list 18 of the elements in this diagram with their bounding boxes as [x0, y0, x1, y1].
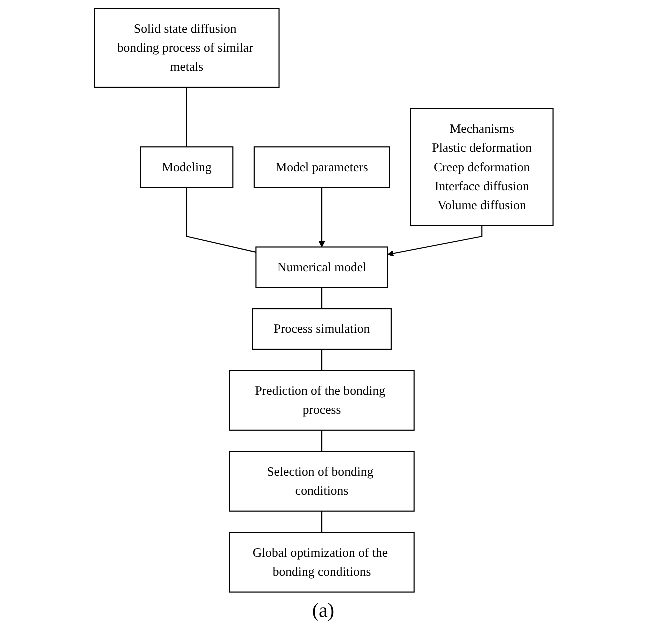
node-box: Modeling: [140, 146, 234, 188]
node-box: Mechanisms Plastic deformation Creep deformation Interface diffusion Volume diffusion: [410, 108, 554, 226]
arrow: [318, 187, 325, 248]
node-box: Process simulation: [252, 308, 392, 350]
node-box: Selection of bonding conditions: [228, 450, 414, 512]
caption: (a): [312, 600, 335, 623]
connector: [321, 348, 322, 370]
connector: [321, 430, 322, 452]
node-box: Model parameters: [253, 146, 390, 188]
arrow: [387, 225, 482, 256]
node-box: Prediction of the bonding process: [228, 370, 414, 430]
node-box: Numerical model: [255, 246, 388, 288]
node-box: Solid state diffusion bonding process of similar metals: [94, 8, 280, 88]
connector: [186, 87, 188, 147]
connector: [321, 510, 322, 532]
node-box: Global optimization of the bonding conditions: [228, 532, 414, 592]
connector: [321, 287, 322, 308]
connector: [186, 187, 256, 252]
